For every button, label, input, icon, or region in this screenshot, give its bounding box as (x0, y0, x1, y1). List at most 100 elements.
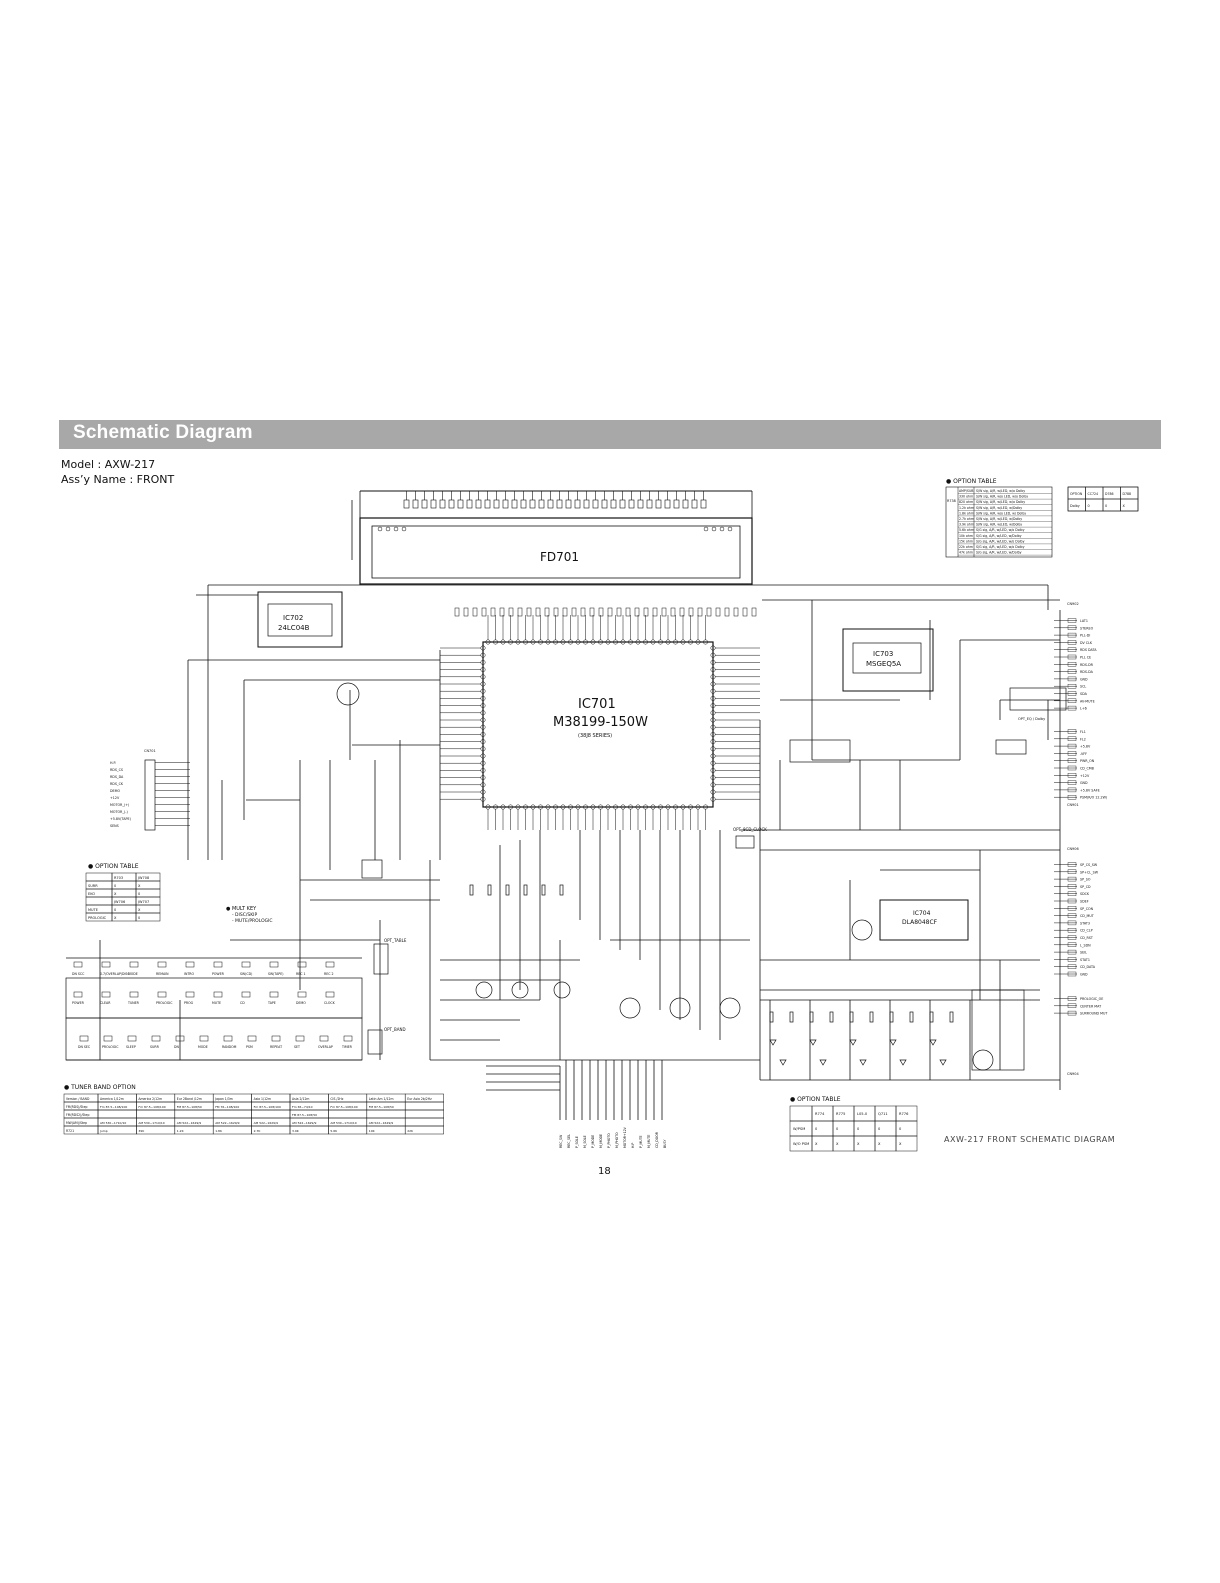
connector-tag (1067, 891, 1077, 896)
bottom-table-cell: X (815, 1142, 818, 1146)
tuner-cell: FM 87.5~108/50 (292, 1113, 317, 1117)
r738-desc: S/W sig, A/R, w/o LED, w/ Dolby (976, 511, 1026, 515)
left-table-cell: JW706 (113, 900, 125, 904)
cn906-pin: SP_CD (1080, 885, 1091, 889)
fd-pin (682, 499, 689, 509)
ic701-pins (440, 607, 760, 830)
cn901-pin: -VFF (1080, 752, 1087, 756)
tuner-cell: 10K (369, 1129, 376, 1133)
resistor (909, 1011, 914, 1023)
connector-tag (1067, 662, 1077, 667)
resistor (535, 607, 541, 617)
key-switch (241, 991, 251, 998)
ic702-ref: IC702 (283, 614, 303, 622)
option-table-bottom-title: ● OPTION TABLE (790, 1096, 841, 1103)
key-switch (103, 1035, 113, 1042)
cn906-label: CN906 (1067, 847, 1079, 851)
filter-block (789, 739, 851, 763)
resistor (487, 884, 492, 896)
tuner-cell: Fm 65~74/10 (292, 1105, 313, 1109)
cn701-pin: +12V (110, 796, 120, 800)
connector-tag (1067, 705, 1077, 711)
mult-key-line1: - DISC/SKIP (232, 912, 257, 918)
cn905-pin: M_SOLE (583, 1135, 587, 1148)
resistor (490, 607, 496, 617)
connector-tag (1067, 935, 1077, 940)
left-table-cell: 0 (114, 884, 116, 888)
bottom-table-cell: X (836, 1142, 839, 1146)
table-cell (895, 1135, 918, 1152)
table-cell (251, 1109, 291, 1119)
fd-pin (601, 499, 608, 509)
connector-tag (1067, 676, 1077, 682)
resistor (751, 607, 757, 617)
cn901-pin: GND (1080, 781, 1088, 785)
connector-tag (1067, 971, 1077, 977)
connector-tag (1067, 625, 1077, 630)
connector-tag (1067, 942, 1077, 947)
key-label: PROG (184, 1001, 194, 1005)
led-diode (769, 1039, 777, 1046)
key-switch (343, 1035, 353, 1042)
fd-pin (610, 499, 617, 509)
tuner-header: Asia 1/12m (254, 1097, 271, 1101)
fd-pin (475, 499, 482, 509)
option-table-left-title: ● OPTION TABLE (88, 863, 139, 870)
section-header-bar: Schematic Diagram (59, 420, 1161, 449)
cn701-pin: H.P. (110, 761, 116, 765)
tuner-cell: 39K (138, 1129, 145, 1133)
connector-tag (1067, 684, 1077, 689)
key-switch (271, 1035, 281, 1042)
cn905-pin: MOTOR+12V (623, 1126, 627, 1148)
key-label: SW(CD) (240, 972, 252, 976)
cn906-pin: GND (1080, 973, 1088, 977)
tuner-row-label: MW(AM)/Step (66, 1121, 87, 1125)
left-table-cell: MUTE (88, 908, 98, 912)
transistor (511, 981, 529, 999)
table-cell (404, 1125, 444, 1135)
cn-bottom-pin: PROLOGIC_OE (1080, 997, 1103, 1001)
resistor (589, 607, 595, 617)
connector-tag (1067, 669, 1077, 674)
fd-pad (401, 526, 407, 532)
resistor (505, 884, 510, 896)
cn901-pin: FL1 (1080, 730, 1086, 734)
table-cell (366, 1109, 406, 1119)
resistor (580, 607, 586, 617)
tuner-cell: AM 522~1629/9 (369, 1121, 393, 1125)
r738-desc: S/W sig, A/R, w/o LED, w/o Dolby (976, 495, 1028, 499)
tuner-row-label: FM(RDS)/Step (66, 1105, 87, 1109)
connector-tag (1067, 787, 1077, 793)
dolby-cell: Dolby (1070, 504, 1080, 508)
tuner-cell: 2.7K (254, 1129, 262, 1133)
tuner-band-title: ● TUNER BAND OPTION (64, 1084, 136, 1091)
fd-pin (520, 499, 527, 509)
resistor (929, 1011, 934, 1023)
resistor (625, 607, 631, 617)
dolby-cell: X (1123, 504, 1126, 508)
fd-pad (727, 526, 733, 532)
r738-desc: S/G sig, A/R, w/LED, w/o Dolby (976, 545, 1025, 549)
bottom-table-cell: 0 (857, 1127, 860, 1131)
bottom-table-cell: X (878, 1142, 881, 1146)
dolby-header: OPTION (1070, 492, 1083, 496)
connector-tag (1067, 632, 1077, 638)
resistor (517, 607, 523, 617)
key-switch (129, 991, 139, 998)
fd701-top-pins (377, 491, 733, 532)
r738-desc: S/G sig, A/R, w/LED, w/Dolby (976, 534, 1022, 538)
option-table-top-title: ● OPTION TABLE (946, 478, 997, 485)
ic702-eeprom: IC702 24LC04B (257, 591, 343, 648)
key-switch (157, 961, 167, 968)
led-diode (899, 1059, 907, 1066)
connector-tag (1067, 920, 1077, 926)
fd-pin (493, 499, 500, 509)
key-switch (325, 991, 335, 998)
resistor (652, 607, 658, 617)
r738-value: 10k ohm (959, 534, 973, 538)
tuner-header: Asia 2/12m (292, 1097, 309, 1101)
fd-pin (511, 499, 518, 509)
connector-tag (1067, 654, 1077, 660)
